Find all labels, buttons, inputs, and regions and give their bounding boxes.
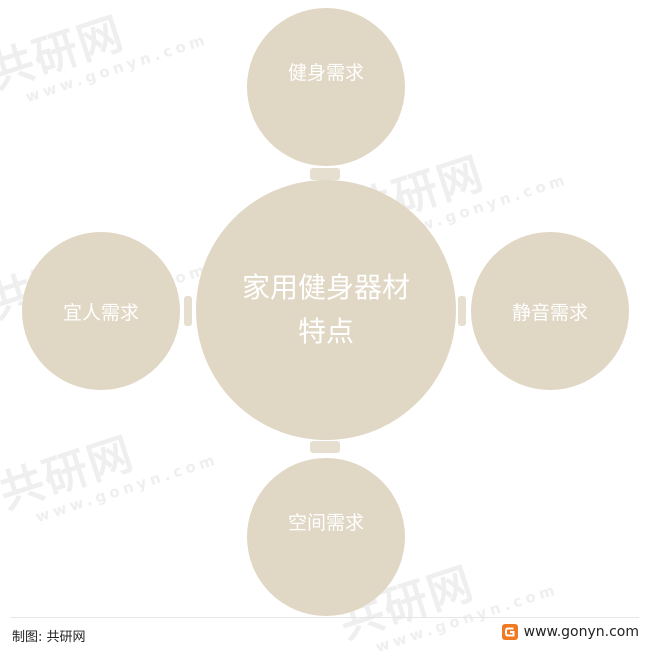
center-label-line2: 特点 xyxy=(297,315,354,348)
node-label: 静音需求 xyxy=(511,301,588,324)
node-fitness-demand: 健身需求 xyxy=(247,8,405,166)
center-label: 家用健身器材 特点 xyxy=(231,266,421,354)
center-label-line1: 家用健身器材 xyxy=(241,271,410,304)
footer-divider xyxy=(10,617,639,618)
footer-credit: 制图: 共研网 xyxy=(12,630,86,645)
connector-top xyxy=(310,168,340,180)
node-label: 健身需求 xyxy=(287,62,364,84)
node-label: 宜人需求 xyxy=(62,301,139,324)
footer-site[interactable]: www.gonyn.com xyxy=(501,624,639,640)
connector-right xyxy=(458,296,466,326)
node-space-demand: 空间需求 xyxy=(247,458,405,616)
connector-left xyxy=(184,296,192,326)
gonyn-logo-icon xyxy=(501,624,518,640)
node-comfort-demand: 宜人需求 xyxy=(22,232,180,390)
node-label: 空间需求 xyxy=(287,512,364,534)
node-quiet-demand: 静音需求 xyxy=(471,232,629,390)
connector-bottom xyxy=(310,441,340,453)
site-url[interactable]: www.gonyn.com xyxy=(523,624,639,640)
center-node: 家用健身器材 特点 xyxy=(196,180,456,440)
